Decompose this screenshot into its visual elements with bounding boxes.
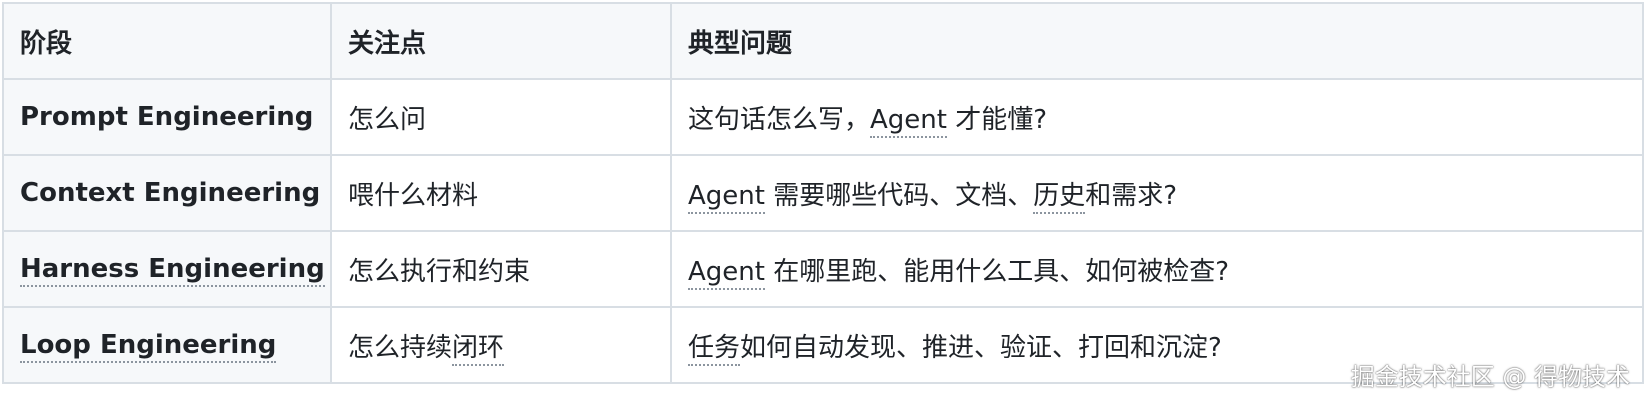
table-row: Prompt Engineering 怎么问 这句话怎么写，Agent 才能懂? <box>2 78 1644 156</box>
question-cell: 这句话怎么写，Agent 才能懂? <box>670 78 1644 156</box>
focus-cell: 怎么问 <box>330 78 672 156</box>
question-cell: Agent 在哪里跑、能用什么工具、如何被检查? <box>670 230 1644 308</box>
stage-label: Prompt Engineering <box>20 102 314 132</box>
term-link[interactable]: 闭环 <box>452 332 505 366</box>
header-typical-question: 典型问题 <box>670 2 1644 80</box>
stage-label-link[interactable]: Harness Engineering <box>20 254 325 287</box>
stage-cell: Loop Engineering <box>2 306 332 384</box>
header-focus: 关注点 <box>330 2 672 80</box>
stage-cell: Prompt Engineering <box>2 78 332 156</box>
question-text: 才能懂? <box>946 104 1048 135</box>
focus-text: 怎么持续 <box>348 332 453 363</box>
focus-cell: 喂什么材料 <box>330 154 672 232</box>
stage-cell: Context Engineering <box>2 154 332 232</box>
question-text: 需要哪些代码、文档、 <box>764 180 1034 211</box>
header-stage: 阶段 <box>2 2 332 80</box>
stage-label: Context Engineering <box>20 178 321 208</box>
question-text: 在哪里跑、能用什么工具、如何被检查? <box>764 256 1230 287</box>
question-cell: Agent 需要哪些代码、文档、历史和需求? <box>670 154 1644 232</box>
engineering-stages-table: 阶段 关注点 典型问题 Prompt Engineering 怎么问 这句话怎么… <box>2 2 1644 384</box>
table-row: Loop Engineering 怎么持续闭环 任务如何自动发现、推进、验证、打… <box>2 306 1644 384</box>
term-link[interactable]: Agent <box>870 104 947 138</box>
question-text: 和需求? <box>1085 180 1178 211</box>
question-cell: 任务如何自动发现、推进、验证、打回和沉淀? <box>670 306 1644 384</box>
stage-label-link[interactable]: Loop Engineering <box>20 330 277 363</box>
term-link[interactable]: Agent <box>688 256 765 290</box>
focus-cell: 怎么持续闭环 <box>330 306 672 384</box>
stage-cell: Harness Engineering <box>2 230 332 308</box>
table-row: Harness Engineering 怎么执行和约束 Agent 在哪里跑、能… <box>2 230 1644 308</box>
question-text: 如何自动发现、推进、验证、打回和沉淀? <box>740 332 1222 363</box>
question-text: 这句话怎么写， <box>688 104 871 135</box>
focus-cell: 怎么执行和约束 <box>330 230 672 308</box>
table-header-row: 阶段 关注点 典型问题 <box>2 2 1644 80</box>
term-link[interactable]: 任务 <box>688 332 741 366</box>
watermark: 掘金技术社区 @ 得物技术 <box>1350 363 1630 391</box>
table-row: Context Engineering 喂什么材料 Agent 需要哪些代码、文… <box>2 154 1644 232</box>
term-link[interactable]: Agent <box>688 180 765 214</box>
term-link[interactable]: 历史 <box>1033 180 1086 214</box>
